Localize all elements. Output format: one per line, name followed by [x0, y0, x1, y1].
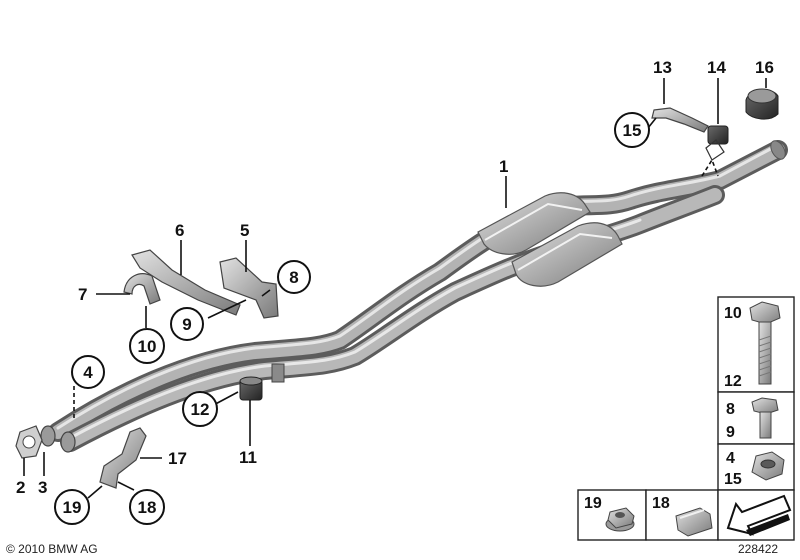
- panel-clip: 18: [645, 489, 719, 541]
- bracket-5: [219, 257, 279, 319]
- pipe-mount-stub: [271, 363, 285, 383]
- panel-nut-label-a: 4: [726, 450, 735, 467]
- copyright-text: © 2010 BMW AG: [6, 542, 98, 556]
- callout-3: 3: [38, 478, 47, 497]
- front-flange-left: [40, 425, 56, 447]
- rubber-hanger-14: [707, 125, 729, 145]
- exhaust-pipe-assembly: [40, 140, 788, 453]
- bracket-17: [99, 427, 147, 489]
- front-flange-right: [60, 431, 76, 453]
- panel-nut-label-b: 15: [724, 471, 742, 488]
- callout-7: 7: [78, 285, 87, 304]
- panel-nut: 4 15: [717, 443, 795, 491]
- image-number: 228422: [738, 542, 778, 556]
- arrow-icon: [726, 494, 792, 536]
- hanger-bracket-13: [651, 107, 709, 133]
- callout-9: 9: [182, 315, 191, 334]
- panel-flange-nut: 19: [577, 489, 647, 541]
- long-bolt-icon: [749, 301, 781, 385]
- callout-19: 19: [63, 498, 82, 517]
- callout-9-circle: 9: [170, 307, 204, 341]
- catalytic-converter-lower: [511, 222, 623, 287]
- callout-13: 13: [653, 58, 672, 77]
- callout-11: 11: [239, 448, 257, 467]
- pipe-outlet: [770, 140, 786, 160]
- callout-10: 10: [138, 337, 157, 356]
- panel-bolt-long: 10 12: [717, 296, 795, 393]
- callout-18-circle: 18: [129, 489, 165, 525]
- callout-10-circle: 10: [129, 328, 165, 364]
- callout-16: 16: [755, 58, 774, 77]
- callout-4-circle: 4: [71, 355, 105, 389]
- callout-17: 17: [168, 449, 187, 468]
- callout-2: 2: [16, 478, 25, 497]
- callout-15: 15: [623, 121, 642, 140]
- hanger-pin: [705, 139, 725, 161]
- callout-12: 12: [191, 400, 210, 419]
- callout-19-circle: 19: [54, 489, 90, 525]
- callout-8-circle: 8: [277, 260, 311, 294]
- clip-icon: [675, 507, 713, 537]
- flange-nut-icon: [605, 507, 635, 532]
- rubber-mount: [239, 376, 263, 401]
- panel-clip-label: 18: [652, 495, 670, 512]
- panel-bolt-short-label-a: 8: [726, 401, 735, 418]
- callout-1: 1: [499, 157, 508, 176]
- callout-4: 4: [83, 363, 93, 382]
- catalytic-converter-upper: [477, 192, 591, 255]
- callout-18: 18: [138, 498, 157, 517]
- panel-bolt-short-label-b: 9: [726, 424, 735, 441]
- callout-5: 5: [240, 221, 249, 240]
- callout-14: 14: [707, 58, 726, 77]
- callout-8: 8: [289, 268, 298, 287]
- panel-direction-arrow: [717, 489, 795, 541]
- panel-bolt-long-label-a: 10: [724, 305, 742, 322]
- bracket-7: [123, 273, 161, 305]
- callout-15-circle: 15: [614, 112, 650, 148]
- callout-6: 6: [175, 221, 184, 240]
- callout-12-circle: 12: [182, 391, 218, 427]
- clamp-16: [745, 88, 779, 120]
- hex-nut-icon: [751, 451, 785, 481]
- panel-flange-nut-label: 19: [584, 495, 602, 512]
- gasket: [15, 425, 43, 459]
- panel-bolt-long-label-b: 12: [724, 373, 742, 390]
- panel-bolt-short: 8 9: [717, 391, 795, 445]
- short-bolt-icon: [751, 397, 779, 439]
